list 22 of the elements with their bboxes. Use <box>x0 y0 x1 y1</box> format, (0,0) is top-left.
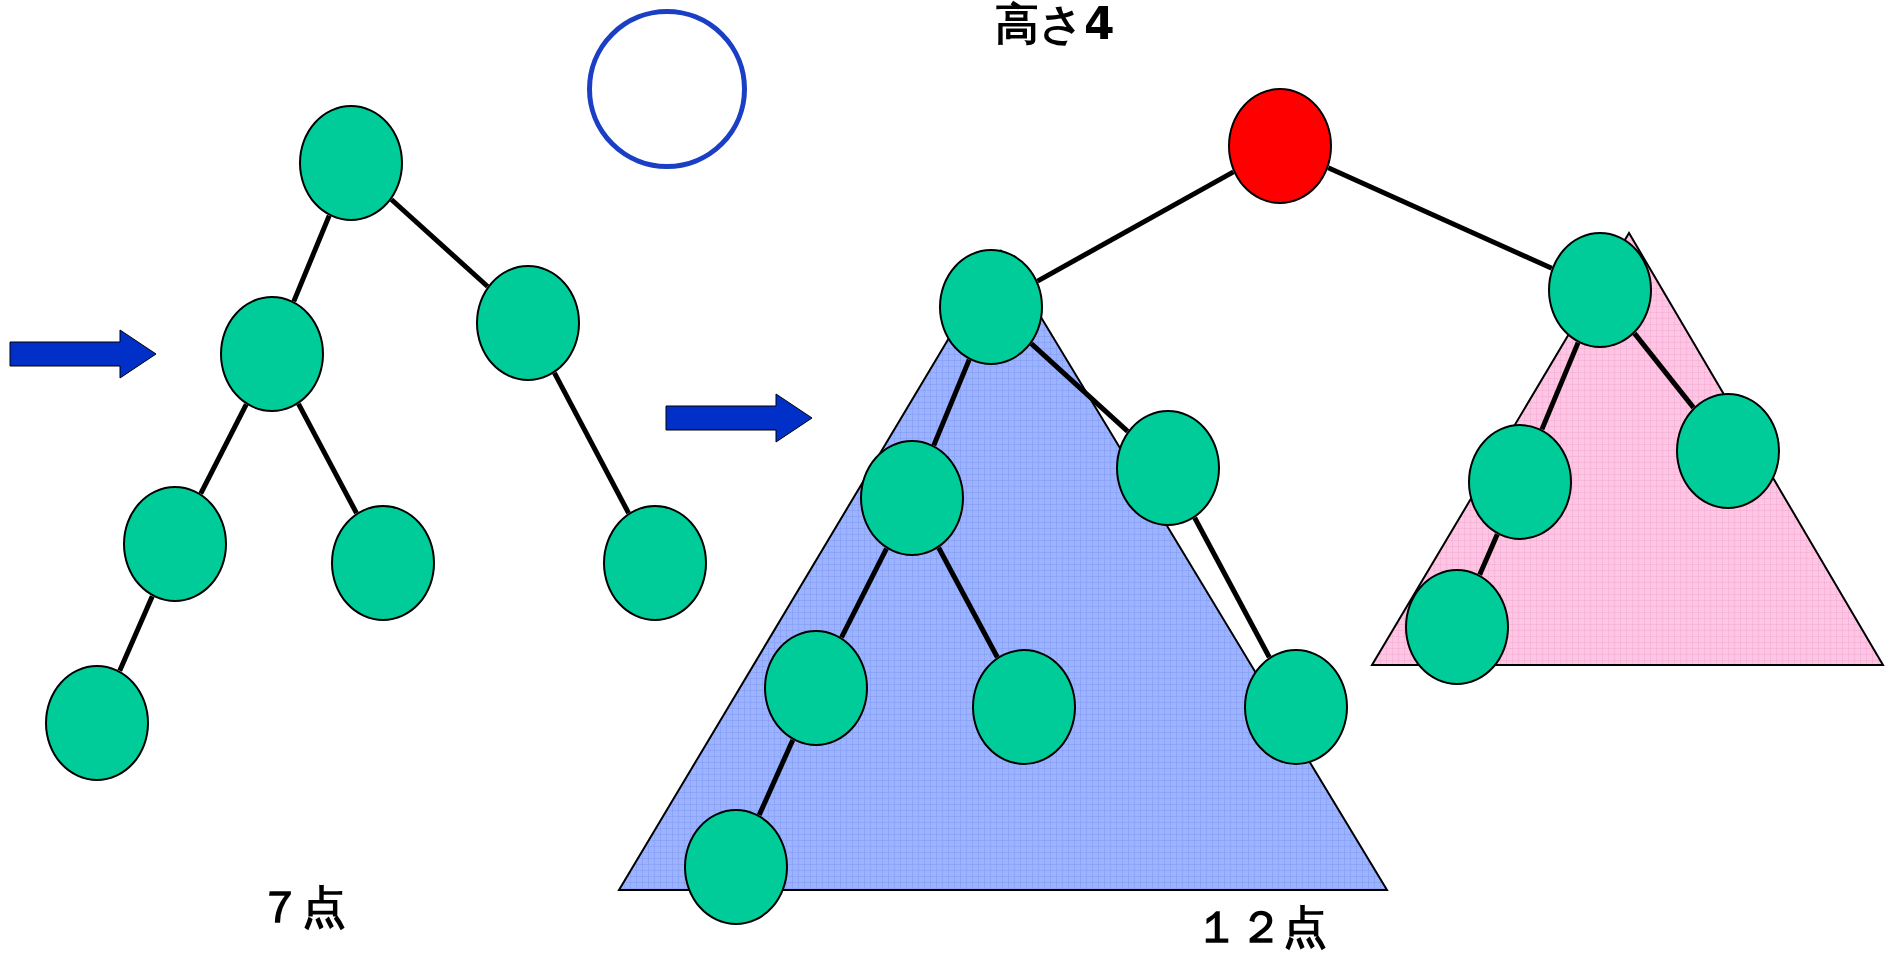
tree-edge <box>1327 165 1553 271</box>
tree-edge <box>291 214 332 303</box>
tree-edge <box>198 403 249 495</box>
tree-edge <box>931 358 972 447</box>
tree-edge <box>1192 516 1272 659</box>
caption-text: １２点 <box>1195 905 1327 949</box>
tree-edge <box>552 371 631 515</box>
tree-node-circle <box>939 249 1043 365</box>
caption-text: ７点 <box>258 885 346 929</box>
tree-edge <box>1036 169 1235 284</box>
caption-text: 高さ4 <box>995 2 1115 46</box>
tree-edge <box>389 197 490 289</box>
tree-edge <box>117 595 155 672</box>
tree-edge <box>756 738 796 817</box>
tree-edge <box>1539 341 1581 431</box>
tree-edge <box>296 402 359 515</box>
tree-edge <box>1477 533 1500 576</box>
tree-edge <box>936 546 1000 659</box>
tree-edge <box>1029 341 1130 434</box>
tree-node-circle <box>1405 569 1509 685</box>
tree-edge <box>1632 331 1696 410</box>
tree-edge <box>839 547 889 639</box>
